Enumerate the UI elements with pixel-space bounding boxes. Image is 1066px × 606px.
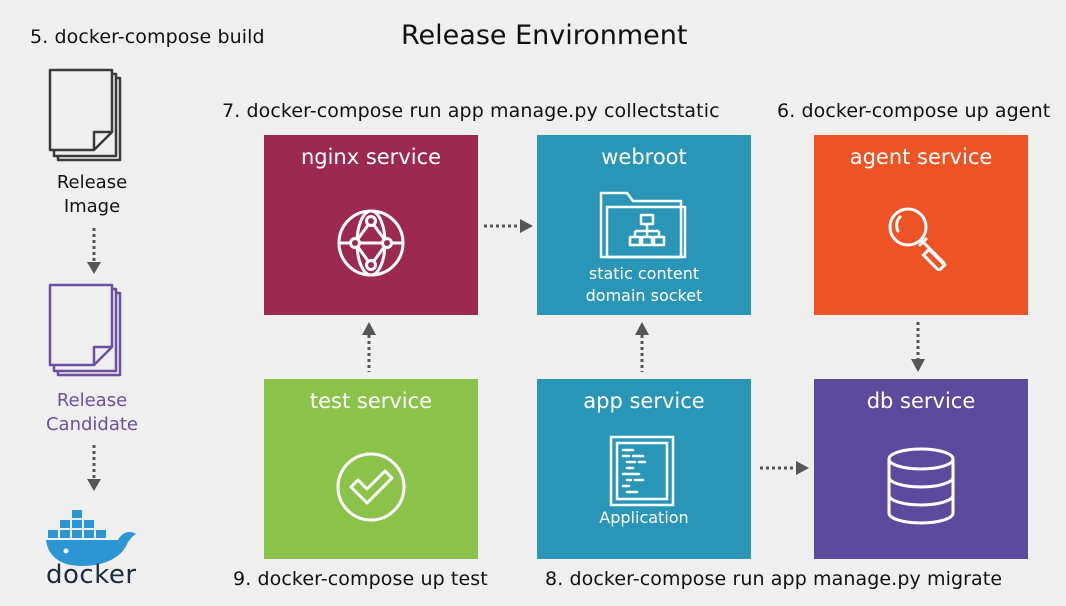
- arrow-app-to-db: [760, 461, 809, 475]
- database-icon: [887, 447, 955, 525]
- webroot-sub-line-2: domain socket: [585, 286, 703, 305]
- release-candidate-icon: [48, 283, 122, 377]
- step-9-label: 9. docker-compose up test: [233, 568, 488, 590]
- nginx-service-box: nginx service: [264, 135, 478, 315]
- release-image-label: Release Image: [56, 172, 128, 217]
- app-sub-label: Application: [599, 508, 689, 527]
- globe-network-icon: [337, 209, 405, 277]
- page-title: Release Environment: [401, 20, 688, 51]
- agent-service-label: agent service: [849, 145, 993, 169]
- release-candidate-label: Release Candidate: [45, 390, 139, 435]
- arrow-image-to-candidate: [87, 228, 101, 274]
- step-5-label: 5. docker-compose build: [30, 26, 265, 48]
- webroot-label: webroot: [601, 145, 687, 169]
- app-service-label: app service: [583, 389, 705, 413]
- step-6-label: 6. docker-compose up agent: [777, 100, 1051, 122]
- arrow-app-to-webroot: [635, 322, 649, 372]
- test-service-box: test service: [264, 379, 478, 559]
- magnifier-icon: [888, 207, 947, 271]
- arrow-candidate-to-docker: [87, 445, 101, 491]
- arrow-agent-to-db: [911, 322, 925, 372]
- agent-service-box: agent service: [814, 135, 1028, 315]
- db-service-label: db service: [866, 389, 976, 413]
- webroot-sub-line-1: static content: [588, 264, 700, 283]
- checkmark-circle-icon: [336, 452, 406, 522]
- step-7-label: 7. docker-compose run app manage.py coll…: [222, 100, 720, 122]
- release-image-icon: [48, 68, 122, 162]
- folder-sitemap-icon: [599, 191, 687, 259]
- arrow-nginx-to-webroot: [484, 219, 533, 233]
- nginx-service-label: nginx service: [300, 145, 442, 169]
- app-service-box: app service Application: [537, 379, 751, 559]
- arrow-test-to-nginx: [362, 322, 376, 372]
- webroot-box: webroot static content domain socket: [537, 135, 751, 315]
- test-service-label: test service: [309, 389, 433, 413]
- docker-logo-text: docker: [46, 560, 137, 590]
- docker-whale-icon: [46, 510, 136, 566]
- code-document-icon: [609, 435, 675, 507]
- step-8-label: 8. docker-compose run app manage.py migr…: [545, 568, 1003, 590]
- db-service-box: db service: [814, 379, 1028, 559]
